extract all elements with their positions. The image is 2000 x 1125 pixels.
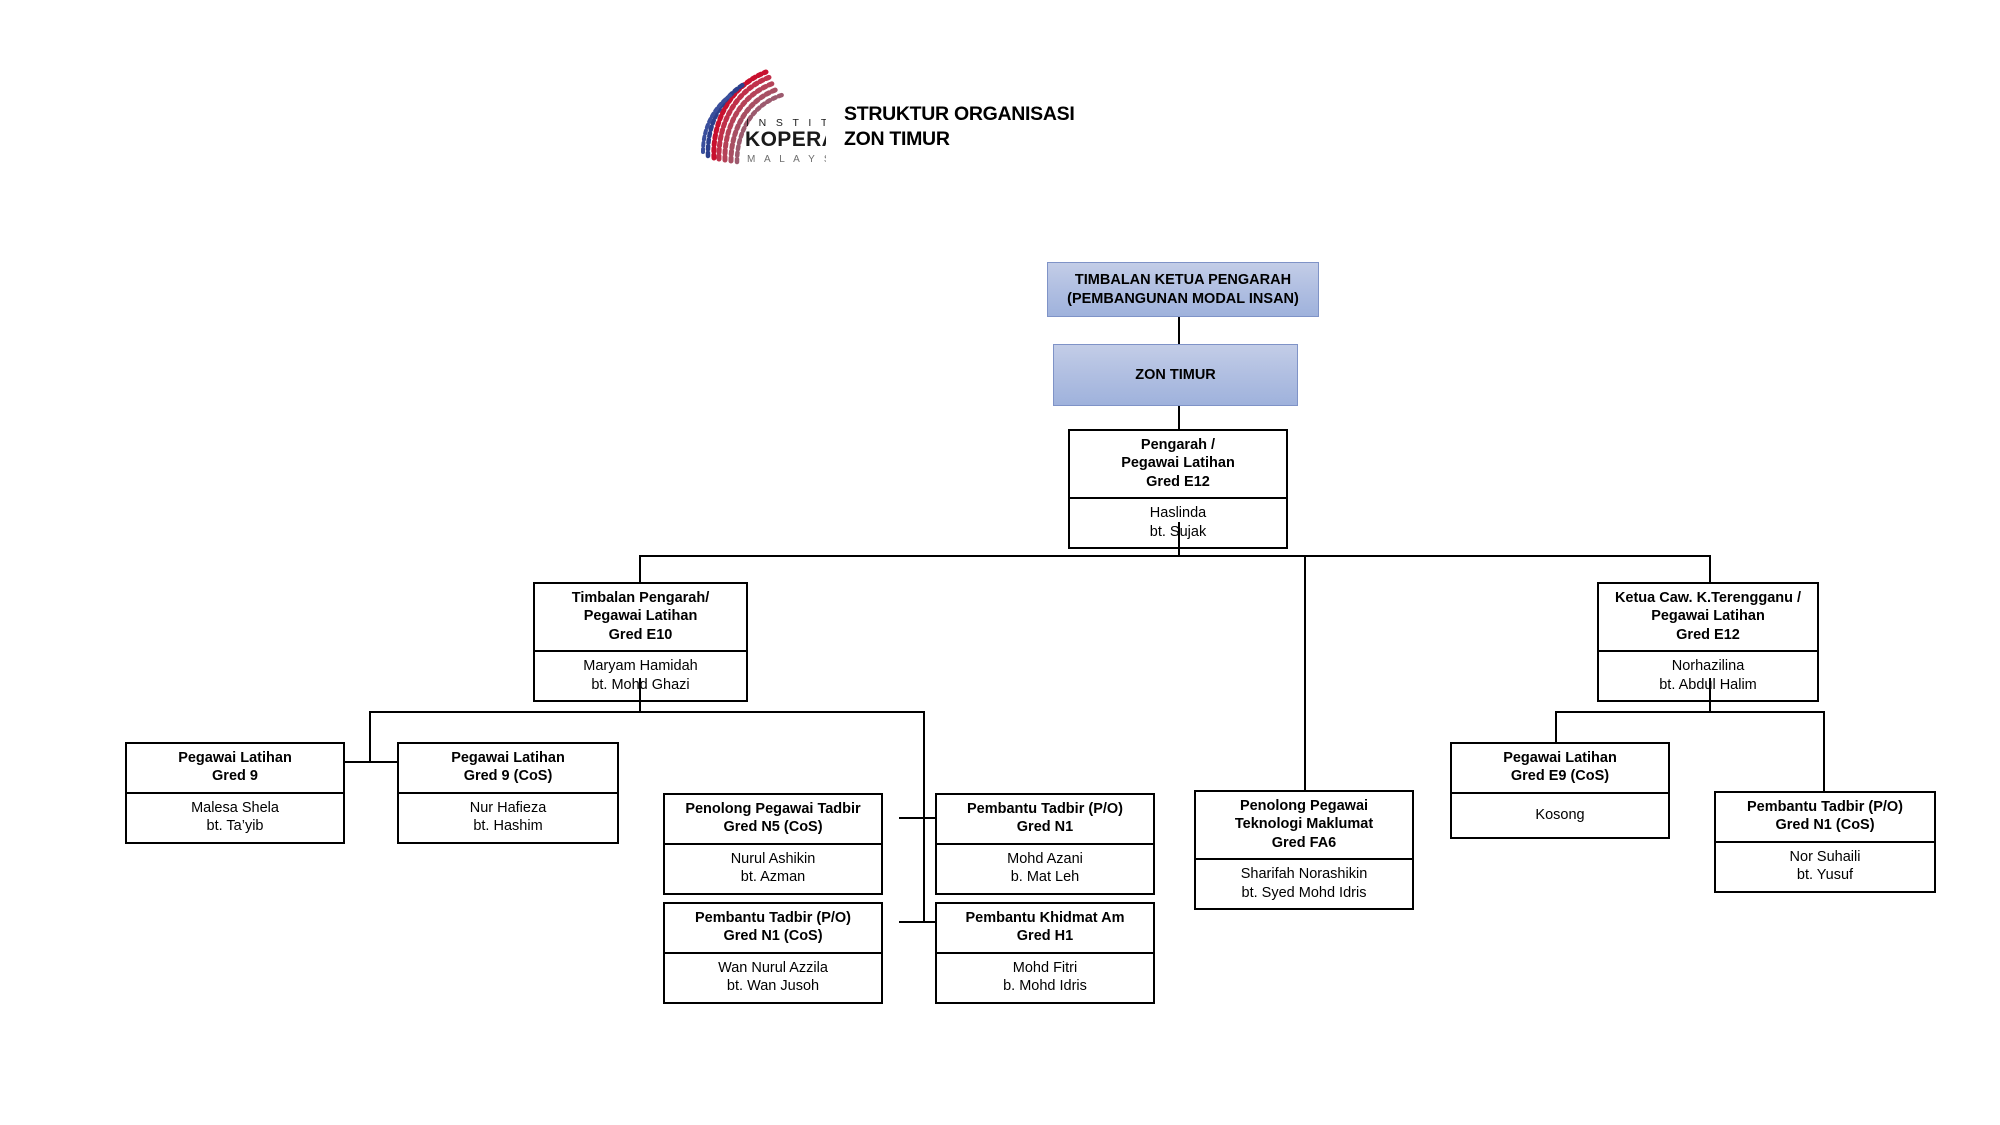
connector-drop-pegawai-e9 <box>1555 711 1557 742</box>
node-pegawai-latihan-gred9-name: Malesa Shela bt. Ta’yib <box>125 793 345 844</box>
node-pegawai-latihan-gred9-cos-name: Nur Hafieza bt. Hashim <box>397 793 619 844</box>
connector-topbanner-to-zon <box>1178 317 1180 344</box>
node-pembantu-tadbir-n1: Pembantu Tadbir (P/O) Gred N1 Mohd Azani… <box>935 793 1155 895</box>
logo-text-koperasi: KOPERASI <box>745 128 826 151</box>
node-ketua-cawangan-title: Ketua Caw. K.Terengganu / Pegawai Latiha… <box>1597 582 1819 653</box>
node-penolong-pegawai-tadbir-n5-title: Penolong Pegawai Tadbir Gred N5 (CoS) <box>663 793 883 845</box>
node-pembantu-tadbir-n1-cos-left-title: Pembantu Tadbir (P/O) Gred N1 (CoS) <box>663 902 883 954</box>
node-zon-timur-label: ZON TIMUR <box>1135 366 1216 383</box>
node-pembantu-tadbir-n1-cos-left-name: Wan Nurul Azzila bt. Wan Jusoh <box>663 953 883 1004</box>
connector-zon-to-pengarah <box>1178 406 1180 429</box>
logo-text-institut: I N S T I T U T <box>746 117 826 129</box>
node-pembantu-tadbir-n1-cos-right-name: Nor Suhaili bt. Yusuf <box>1714 842 1936 893</box>
node-pegawai-latihan-gred9-cos: Pegawai Latihan Gred 9 (CoS) Nur Hafieza… <box>397 742 619 844</box>
connector-pengarah-stem <box>1178 522 1180 556</box>
node-pegawai-latihan-gred9: Pegawai Latihan Gred 9 Malesa Shela bt. … <box>125 742 345 844</box>
node-penolong-pegawai-tadbir-n5-name: Nurul Ashikin bt. Azman <box>663 844 883 895</box>
page-title: STRUKTUR ORGANISASI ZON TIMUR <box>844 103 1075 150</box>
connector-drop-timbalan <box>639 555 641 582</box>
node-pengarah: Pengarah / Pegawai Latihan Gred E12 Hasl… <box>1068 429 1288 550</box>
connector-ketua-stem <box>1709 678 1711 712</box>
node-penolong-pegawai-tadbir-n5: Penolong Pegawai Tadbir Gred N5 (CoS) Nu… <box>663 793 883 895</box>
institut-koperasi-malaysia-logo: I N S T I T U T KOPERASI M A L A Y S I A <box>686 64 826 170</box>
connector-ketua-bar <box>1555 711 1824 713</box>
node-pembantu-tadbir-n1-cos-left: Pembantu Tadbir (P/O) Gred N1 (CoS) Wan … <box>663 902 883 1004</box>
node-pembantu-khidmat-am-title: Pembantu Khidmat Am Gred H1 <box>935 902 1155 954</box>
logo-text-malaysia: M A L A Y S I A <box>747 154 826 165</box>
connector-gred9-pair-bar <box>345 761 397 763</box>
connector-drop-ketua-cawangan <box>1709 555 1711 582</box>
node-pengarah-title: Pengarah / Pegawai Latihan Gred E12 <box>1068 429 1288 500</box>
node-pembantu-khidmat-am: Pembantu Khidmat Am Gred H1 Mohd Fitri b… <box>935 902 1155 1004</box>
node-pembantu-tadbir-n1-name: Mohd Azani b. Mat Leh <box>935 844 1155 895</box>
node-pembantu-tadbir-n1-title: Pembantu Tadbir (P/O) Gred N1 <box>935 793 1155 845</box>
node-timbalan-ketua-pengarah: TIMBALAN KETUA PENGARAH (PEMBANGUNAN MOD… <box>1047 262 1319 317</box>
connector-middle-cluster-spine <box>923 711 925 922</box>
connector-middle-cluster-row1 <box>899 817 947 819</box>
node-timbalan-pengarah-title: Timbalan Pengarah/ Pegawai Latihan Gred … <box>533 582 748 653</box>
node-penolong-pegawai-it-title: Penolong Pegawai Teknologi Maklumat Gred… <box>1194 790 1414 861</box>
node-ketua-cawangan: Ketua Caw. K.Terengganu / Pegawai Latiha… <box>1597 582 1819 703</box>
connector-timbalan-bar <box>369 711 925 713</box>
connector-middle-cluster-row2 <box>899 921 947 923</box>
header-block: I N S T I T U T KOPERASI M A L A Y S I A… <box>686 64 1075 170</box>
connector-main-distribution-bar <box>639 555 1711 557</box>
node-pembantu-tadbir-n1-cos-right: Pembantu Tadbir (P/O) Gred N1 (CoS) Nor … <box>1714 791 1936 893</box>
connector-drop-gred9-pair <box>369 711 371 762</box>
node-pegawai-latihan-e9-cos: Pegawai Latihan Gred E9 (CoS) Kosong <box>1450 742 1670 840</box>
node-pembantu-tadbir-n1-cos-right-title: Pembantu Tadbir (P/O) Gred N1 (CoS) <box>1714 791 1936 843</box>
node-pembantu-khidmat-am-name: Mohd Fitri b. Mohd Idris <box>935 953 1155 1004</box>
connector-drop-pembantu-tadbir-right <box>1823 711 1825 791</box>
node-ketua-cawangan-name: Norhazilina bt. Abdul Halim <box>1597 652 1819 703</box>
node-pegawai-latihan-e9-cos-title: Pegawai Latihan Gred E9 (CoS) <box>1450 742 1670 794</box>
node-pegawai-latihan-e9-cos-name: Kosong <box>1450 793 1670 840</box>
node-penolong-pegawai-it: Penolong Pegawai Teknologi Maklumat Gred… <box>1194 790 1414 911</box>
node-pegawai-latihan-gred9-title: Pegawai Latihan Gred 9 <box>125 742 345 794</box>
connector-drop-it-officer <box>1304 555 1306 790</box>
node-timbalan-ketua-pengarah-label: TIMBALAN KETUA PENGARAH (PEMBANGUNAN MOD… <box>1067 271 1299 307</box>
node-pegawai-latihan-gred9-cos-title: Pegawai Latihan Gred 9 (CoS) <box>397 742 619 794</box>
node-penolong-pegawai-it-name: Sharifah Norashikin bt. Syed Mohd Idris <box>1194 860 1414 911</box>
node-zon-timur: ZON TIMUR <box>1053 344 1298 406</box>
node-timbalan-pengarah: Timbalan Pengarah/ Pegawai Latihan Gred … <box>533 582 748 703</box>
connector-timbalan-stem <box>639 678 641 712</box>
